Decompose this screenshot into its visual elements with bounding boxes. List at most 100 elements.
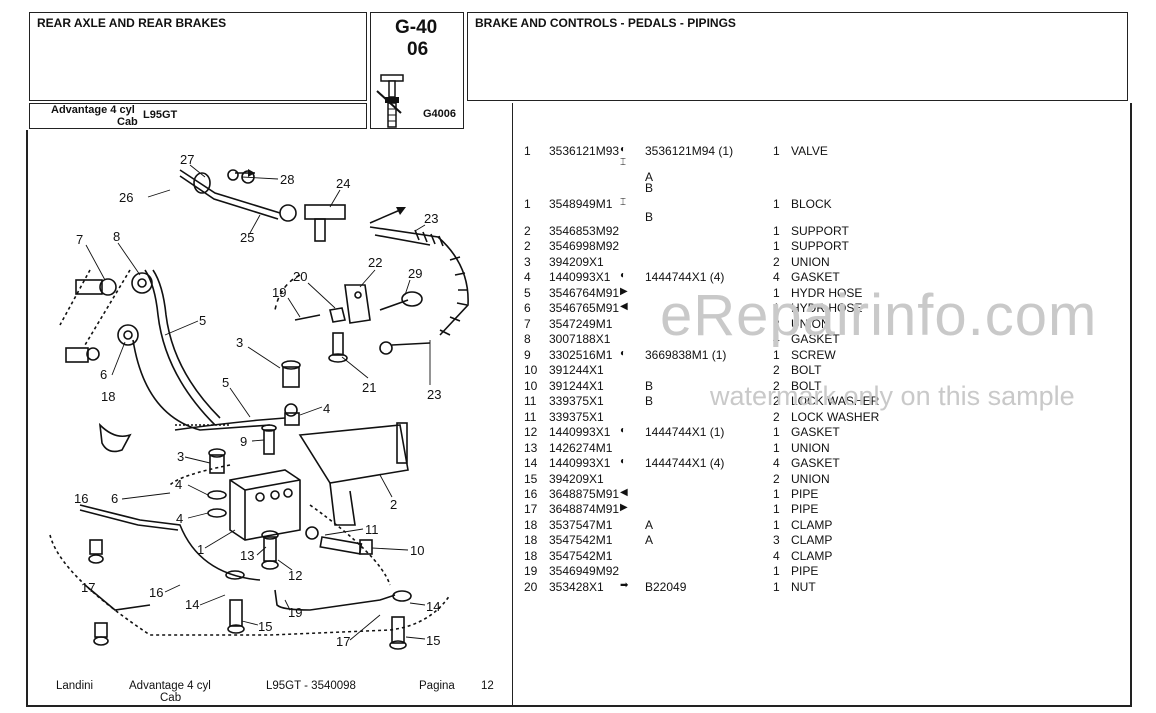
parts-cell-no: 11 [524,394,537,408]
callout-20: 20 [293,269,307,284]
parts-cell-desc: BLOCK [791,197,832,211]
parts-cell-sym: ▶ [620,502,628,513]
callout-13: 13 [240,548,254,563]
parts-cell-sym: ◀ [620,487,628,498]
parts-cell-sym: ▶ [620,286,628,297]
parts-cell-part: 1440993X1 [549,456,611,470]
parts-cell-qty: 1 [773,286,780,300]
parts-cell-part: 3547542M1 [549,533,613,547]
parts-cell-part: 391244X1 [549,379,604,393]
parts-cell-qty: 2 [773,363,780,377]
parts-cell-qty: 1 [773,580,780,594]
parts-cell-sym: ◐ [620,144,627,155]
parts-cell-part: 3648874M91 [549,502,620,516]
parts-cell-no: 12 [524,425,538,439]
parts-cell-no: 2 [524,224,531,238]
parts-cell-part: 394209X1 [549,472,604,486]
parts-cell-no: 14 [524,456,538,470]
parts-cell-part: 1440993X1 [549,270,611,284]
parts-cell-qty: 1 [773,441,780,455]
callout-2: 2 [390,497,397,512]
parts-cell-qty: 4 [773,456,780,470]
parts-cell-qty: 1 [773,301,780,315]
parts-cell-alt: 1444744X1 (1) [645,425,725,439]
parts-cell-sym: ⌶ [620,197,626,208]
parts-cell-qty: 2 [773,379,780,393]
parts-cell-part: 353428X1 [549,580,604,594]
parts-cell-part: 3007188X1 [549,332,611,346]
parts-cell-qty: 1 [773,502,780,516]
callout-23-upper: 23 [424,211,438,226]
parts-cell-part: 3548949M1 [549,197,613,211]
callout-29: 29 [408,266,422,281]
callout-10: 10 [410,543,424,558]
parts-cell-desc: GASKET [791,270,840,284]
footer-model-line1: Advantage 4 cyl [129,680,211,692]
parts-cell-no: 20 [524,580,538,594]
parts-cell-desc: LOCK WASHER [791,410,880,424]
parts-cell-desc: HYDR HOSE [791,301,863,315]
parts-cell-qty: 2 [773,394,780,408]
parts-cell-part: 339375X1 [549,394,604,408]
parts-cell-no: 18 [524,518,538,532]
parts-cell-no: 17 [524,502,538,516]
parts-cell-part: 3547542M1 [549,549,613,563]
parts-cell-desc: BOLT [791,379,822,393]
parts-cell-qty: 1 [773,487,780,501]
callout-4-upper: 4 [323,401,330,416]
parts-cell-part: 3648875M91 [549,487,620,501]
parts-cell-no: 9 [524,348,531,362]
callout-5-lower: 5 [222,375,229,390]
parts-cell-qty: 1 [773,564,780,578]
parts-cell-sym: ◐ [620,270,627,281]
parts-cell-no: 1 [524,197,531,211]
parts-cell-sym: ⌶ [620,157,626,168]
parts-cell-alt: 3536121M94 (1) [645,144,734,158]
parts-cell-desc: GASKET [791,425,840,439]
frame-right [1130,103,1132,706]
callout-9: 9 [240,434,247,449]
callout-4-mid: 4 [175,477,182,492]
callout-1: 1 [197,542,204,557]
frame-left [26,130,28,706]
model-line1: Advantage 4 cyl [51,104,135,116]
parts-cell-part: 3547249M1 [549,317,613,331]
callout-14-right: 14 [426,599,440,614]
group-code-box: G-40 06 G4006 [370,12,464,129]
callout-22: 22 [368,255,382,270]
parts-cell-qty: 1 [773,224,780,238]
parts-cell-alt: B [645,379,654,393]
group-sub: 06 [407,39,429,60]
parts-cell-desc: PIPE [791,487,819,501]
callout-8: 8 [113,229,120,244]
parts-cell-no: 6 [524,301,531,315]
callout-21: 21 [362,380,376,395]
model-line2: Cab [117,116,138,128]
parts-cell-no: 1 [524,144,531,158]
callout-15-left: 15 [258,619,272,634]
parts-cell-qty: 1 [773,425,780,439]
callout-11: 11 [365,522,379,537]
callout-19-upper: 19 [272,285,286,300]
callout-4-lower: 4 [176,511,183,526]
parts-cell-qty: 2 [773,255,780,269]
parts-cell-qty: 1 [773,144,780,158]
parts-cell-qty: 1 [773,348,780,362]
parts-cell-part: 3546949M92 [549,564,620,578]
parts-cell-desc: GASKET [791,332,840,346]
callout-6-upper: 6 [100,367,107,382]
parts-cell-desc: SCREW [791,348,836,362]
parts-cell-no: 7 [524,317,531,331]
parts-cell-desc: HYDR HOSE [791,286,863,300]
exploded-parts-diagram: 27 28 24 26 23 25 7 8 22 20 29 19 5 3 6 … [49,152,469,650]
callout-3-upper: 3 [236,335,243,350]
parts-cell-qty: 4 [773,270,780,284]
callout-17-upper: 17 [81,580,95,595]
parts-cell-qty: 4 [773,549,780,563]
parts-cell-no: 5 [524,286,531,300]
callout-24: 24 [336,176,350,191]
figure-code: G4006 [423,108,457,120]
parts-cell-desc: PIPE [791,502,819,516]
parts-cell-desc: UNION [791,317,830,331]
parts-cell-no: 4 [524,270,531,284]
